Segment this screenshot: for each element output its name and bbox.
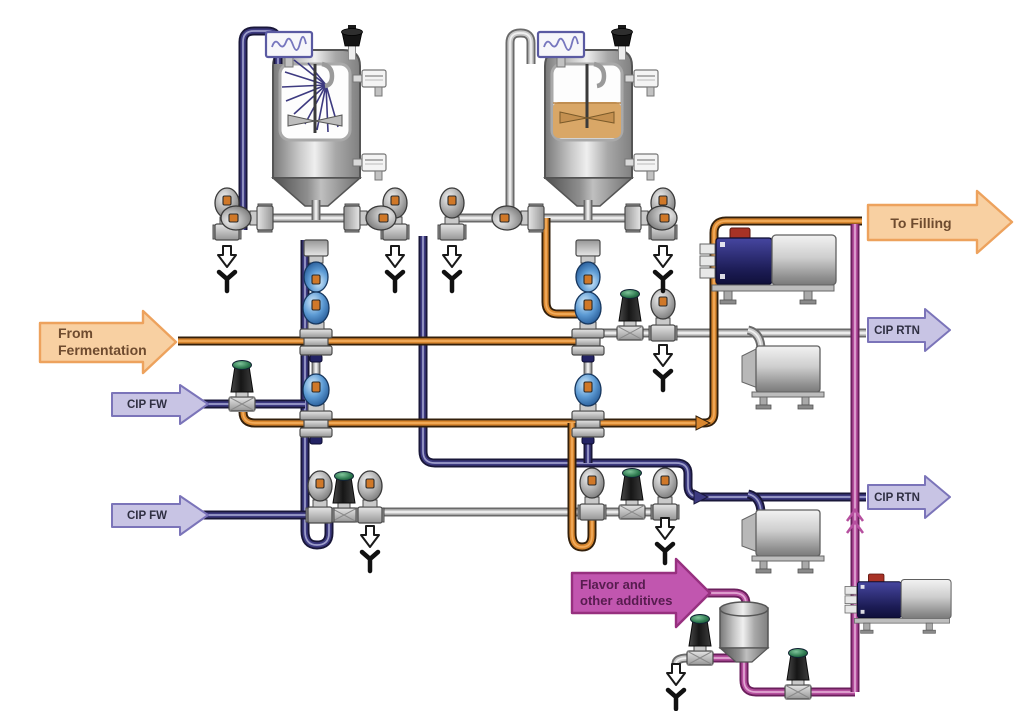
label-from-fermentation-1: From xyxy=(58,325,93,341)
arrow-cip-fw-top: CIP FW xyxy=(111,384,209,425)
outlet-valve-right xyxy=(575,239,601,293)
hopper-tank xyxy=(718,601,770,663)
arrow-cip-rtn-top: CIP RTN xyxy=(867,308,951,352)
outlet-valve-left xyxy=(303,239,329,293)
tank-left xyxy=(271,49,362,207)
cip-lance-icon xyxy=(593,61,607,89)
arrow-flavor-additives: Flavor and other additives xyxy=(570,557,712,629)
label-from-fermentation-2: Fermentation xyxy=(58,342,147,358)
cip-lance-icon xyxy=(321,61,335,89)
label-cip-rtn-top: CIP RTN xyxy=(874,325,920,337)
tank-right-cone xyxy=(543,177,634,207)
product-flow-arrowhead xyxy=(695,415,712,431)
arrow-cip-fw-bottom: CIP FW xyxy=(111,495,209,536)
cip-flow-arrowhead xyxy=(693,489,710,505)
arrow-cip-rtn-bottom: CIP RTN xyxy=(867,475,951,519)
label-to-filling: To Filling xyxy=(890,215,951,231)
label-cip-fw-top: CIP FW xyxy=(127,399,167,411)
label-cip-rtn-bottom: CIP RTN xyxy=(874,492,920,504)
label-flavor-2: other additives xyxy=(580,593,672,608)
label-cip-fw-bottom: CIP FW xyxy=(127,510,167,522)
arrow-to-filling: To Filling xyxy=(866,189,1014,255)
label-flavor-1: Flavor and xyxy=(580,577,646,592)
tank-left-cone xyxy=(271,177,362,207)
additive-flow-chevrons xyxy=(845,507,865,534)
agitator-icon xyxy=(559,64,615,128)
arrow-from-fermentation: From Fermentation xyxy=(38,309,178,375)
agitator-icon xyxy=(287,64,343,133)
tank-right xyxy=(543,49,634,207)
